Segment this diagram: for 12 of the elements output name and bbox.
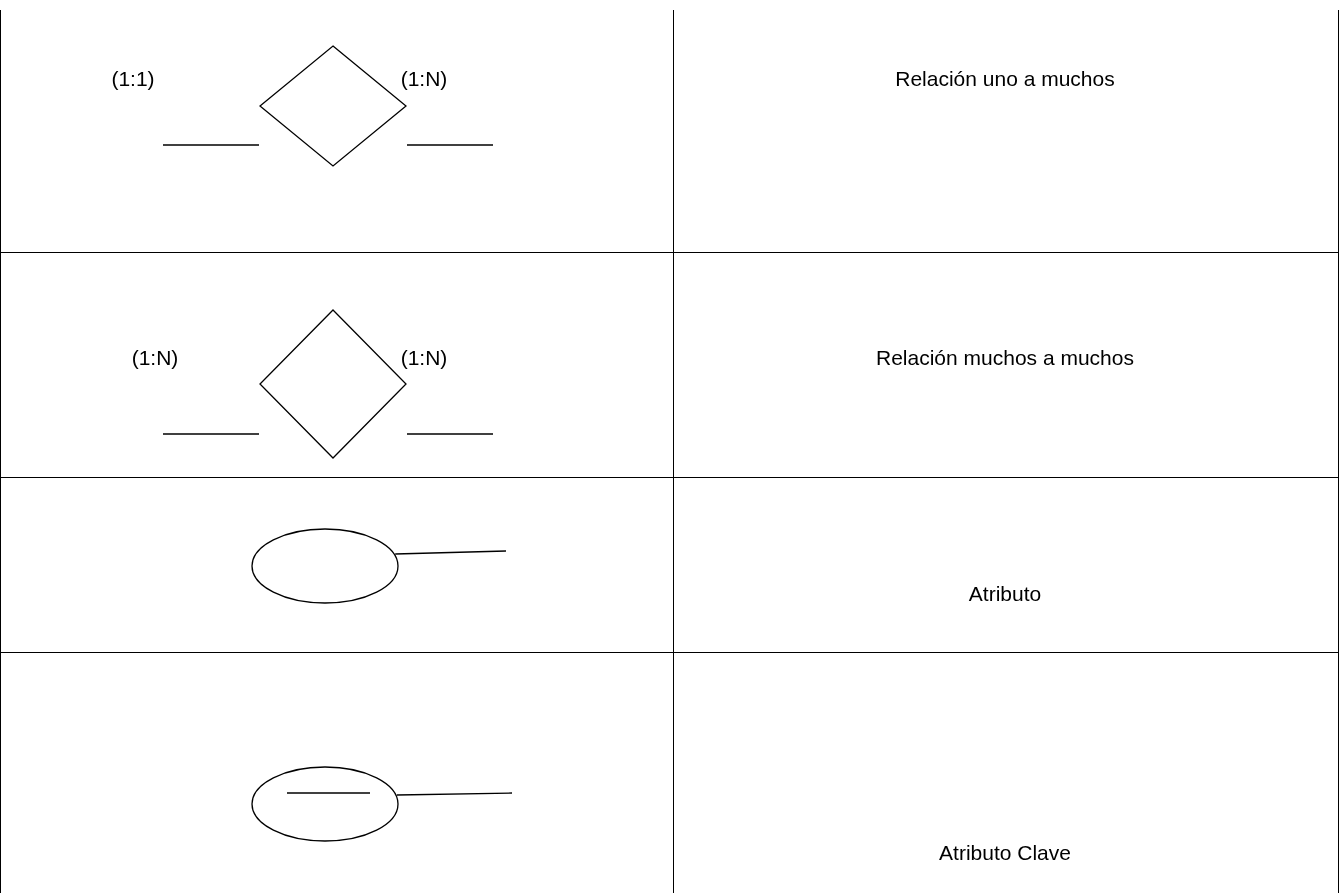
description-text: Relación uno a muchos: [895, 67, 1115, 89]
attribute-line: [396, 792, 513, 796]
cardinality-label: (1:N): [400, 67, 448, 89]
cardinality-label: (1:N): [400, 346, 448, 368]
description-text: Atributo Clave: [939, 841, 1071, 863]
cardinality-label: (1:N): [131, 346, 179, 368]
description-text: Atributo: [968, 582, 1042, 604]
attribute-ellipse: [251, 766, 399, 842]
description-text: Relación muchos a muchos: [876, 346, 1134, 368]
attribute-ellipse: [251, 528, 399, 604]
attribute-line: [394, 550, 507, 555]
cardinality-label: (1:1): [111, 67, 155, 89]
